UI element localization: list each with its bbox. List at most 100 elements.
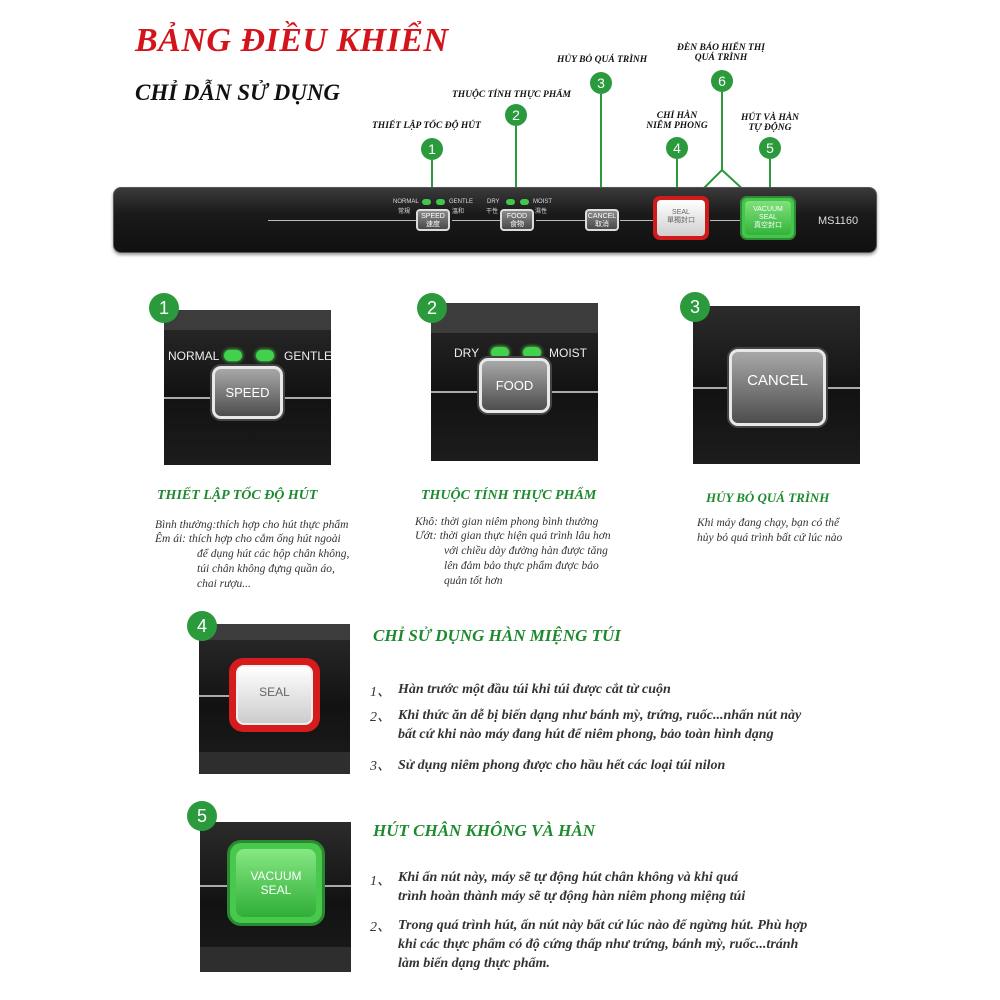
speed-normal-led-large bbox=[224, 350, 242, 361]
vacuum-section-title: HÚT CHÂN KHÔNG VÀ HÀN bbox=[373, 821, 595, 840]
food-desc-line-1: Khô: thời gian niêm phong bình thường bbox=[415, 516, 599, 528]
panel-divider-line bbox=[268, 220, 416, 221]
speed-desc-line-3: để dụng hút các hộp chân không, bbox=[197, 548, 350, 560]
speed-desc-line-2: Êm ái: thích hợp cho cắm ống hút ngoài bbox=[155, 533, 341, 545]
speed-gentle-cn-label: 溫和 bbox=[452, 209, 465, 215]
photo-line bbox=[550, 391, 598, 393]
vacuum-item-number-2: 2、 bbox=[370, 920, 391, 935]
callout-label-seal: CHỈ HÀN NIÊM PHONG bbox=[646, 111, 708, 131]
callout-number-2: 2 bbox=[505, 104, 527, 126]
panel-divider-line bbox=[536, 220, 585, 221]
photo-line bbox=[164, 397, 212, 399]
seal-item-3-line-1: Sử dụng niêm phong được cho hầu hết các … bbox=[398, 758, 726, 773]
food-dry-label: DRY bbox=[487, 199, 500, 205]
page-subtitle: CHỈ DẪN SỬ DỤNG bbox=[135, 80, 341, 105]
model-label: MS1160 bbox=[818, 215, 859, 227]
food-desc-line-2: Ướt: thời gian thực hiện quá trình lâu h… bbox=[415, 530, 611, 542]
speed-desc-line-5: chai rượu... bbox=[197, 578, 251, 590]
speed-normal-label: NORMAL bbox=[393, 199, 419, 205]
photo-line bbox=[199, 695, 229, 697]
cancel-button-large[interactable]: CANCEL bbox=[729, 349, 826, 426]
food-button-large[interactable]: FOOD bbox=[479, 358, 550, 413]
seal-item-number-2: 2、 bbox=[370, 710, 391, 725]
food-desc-line-3: với chiều dày đường hàn được tăng bbox=[444, 545, 608, 557]
food-dry-led-large bbox=[491, 347, 509, 358]
callout-line-4 bbox=[676, 159, 678, 193]
callout-label-cancel: HỦY BỎ QUÁ TRÌNH bbox=[557, 55, 648, 65]
food-desc-line-5: quản tốt hơn bbox=[444, 575, 503, 587]
cancel-section-title: HỦY BỎ QUÁ TRÌNH bbox=[706, 490, 830, 505]
vacuum-item-2-line-1: Trong quá trình hút, ấn nút này bất cứ l… bbox=[398, 918, 808, 933]
seal-button-large[interactable]: SEAL bbox=[229, 658, 320, 732]
cancel-desc-line-1: Khi máy đang chạy, bạn có thể bbox=[697, 517, 840, 529]
vacuum-item-1-line-2: trình hoàn thành máy sẽ tự động hàn niêm… bbox=[398, 889, 746, 904]
vacuum-item-2-line-2: khi các thực phẩm có độ cứng thấp như tr… bbox=[398, 937, 799, 952]
detail-number-2: 2 bbox=[417, 293, 447, 323]
food-desc-line-4: lên đảm bảo thực phẩm được bảo bbox=[444, 560, 599, 572]
speed-normal-label-large: NORMAL bbox=[168, 349, 220, 363]
callout-line-6 bbox=[721, 92, 723, 170]
photo-line bbox=[431, 391, 479, 393]
detail-number-1: 1 bbox=[149, 293, 179, 323]
speed-desc-line-1: Bình thường:thích hợp cho hút thực phẩm bbox=[155, 519, 349, 531]
photo-line bbox=[693, 387, 729, 389]
callout-number-6: 6 bbox=[711, 70, 733, 92]
callout-label-food: THUỘC TÍNH THỰC PHẨM bbox=[452, 90, 571, 100]
cancel-desc-line-2: hủy bỏ quá trình bất cứ lúc nào bbox=[697, 532, 843, 544]
callout-line-1 bbox=[431, 160, 433, 193]
speed-section-title: THIẾT LẬP TỐC ĐỘ HÚT bbox=[157, 488, 318, 503]
seal-section-title: CHỈ SỬ DỤNG HÀN MIỆNG TÚI bbox=[373, 626, 621, 645]
seal-item-number-3: 3、 bbox=[370, 759, 391, 774]
food-moist-led bbox=[520, 199, 529, 205]
callout-label-speed: THIẾT LẬP TỐC ĐỘ HÚT bbox=[372, 121, 481, 131]
speed-gentle-label-large: GENTLE bbox=[284, 349, 333, 363]
speed-normal-cn-label: 常規 bbox=[398, 209, 411, 215]
speed-gentle-label: GENTLE bbox=[449, 199, 474, 205]
callout-number-5: 5 bbox=[759, 137, 781, 159]
vacuum-item-1-line-1: Khi ấn nút này, máy sẽ tự động hút chân … bbox=[398, 870, 739, 885]
photo-line bbox=[200, 885, 227, 887]
callout-label-vacuum: HÚT VÀ HÀN TỰ ĐỘNG bbox=[740, 113, 800, 133]
callout-line-3 bbox=[600, 94, 602, 206]
photo-line bbox=[826, 387, 860, 389]
page-title: BẢNG ĐIỀU KHIỂN bbox=[135, 22, 449, 59]
food-moist-cn-label: 濕性 bbox=[535, 209, 548, 215]
food-dry-cn-label: 干性 bbox=[486, 209, 499, 215]
speed-desc-line-4: túi chân không đựng quần áo, bbox=[197, 563, 335, 575]
panel-divider-line bbox=[620, 220, 654, 221]
callout-line-2 bbox=[515, 126, 517, 193]
callout-number-1: 1 bbox=[421, 138, 443, 160]
food-dry-label-large: DRY bbox=[454, 346, 480, 360]
vacuum-seal-button-large[interactable]: VACUUM SEAL bbox=[227, 840, 325, 926]
detail-number-3: 3 bbox=[680, 292, 710, 322]
speed-button-large[interactable]: SPEED bbox=[212, 366, 283, 419]
detail-number-4: 4 bbox=[187, 611, 217, 641]
panel-divider-line bbox=[452, 220, 500, 221]
detail-number-5: 5 bbox=[187, 801, 217, 831]
panel-divider-line bbox=[710, 220, 742, 221]
seal-item-2-line-1: Khi thức ăn dễ bị biến dạng như bánh mỳ,… bbox=[398, 708, 802, 723]
callout-line-5 bbox=[769, 159, 771, 193]
photo-line bbox=[325, 885, 351, 887]
food-dry-led bbox=[506, 199, 515, 205]
food-moist-label: MOIST bbox=[533, 199, 552, 205]
seal-item-2-line-2: bất cứ khi nào máy đang hút để niêm phon… bbox=[398, 727, 774, 742]
callout-label-indicator: ĐÈN BÁO HIỂN THỊ QUÁ TRÌNH bbox=[677, 43, 765, 63]
vacuum-item-2-line-3: làm biến dạng thực phẩm. bbox=[398, 956, 550, 971]
food-moist-label-large: MOIST bbox=[549, 346, 587, 360]
seal-item-1-line-1: Hàn trước một đầu túi khi túi được cắt t… bbox=[398, 682, 671, 697]
speed-gentle-led-large bbox=[256, 350, 274, 361]
food-section-title: THUỘC TÍNH THỰC PHẨM bbox=[421, 488, 597, 503]
speed-gentle-led bbox=[436, 199, 445, 205]
speed-normal-led bbox=[422, 199, 431, 205]
food-moist-led-large bbox=[523, 347, 541, 358]
seal-item-number-1: 1、 bbox=[370, 685, 391, 700]
vacuum-item-number-1: 1、 bbox=[370, 874, 391, 889]
callout-number-3: 3 bbox=[590, 72, 612, 94]
photo-line bbox=[283, 397, 331, 399]
